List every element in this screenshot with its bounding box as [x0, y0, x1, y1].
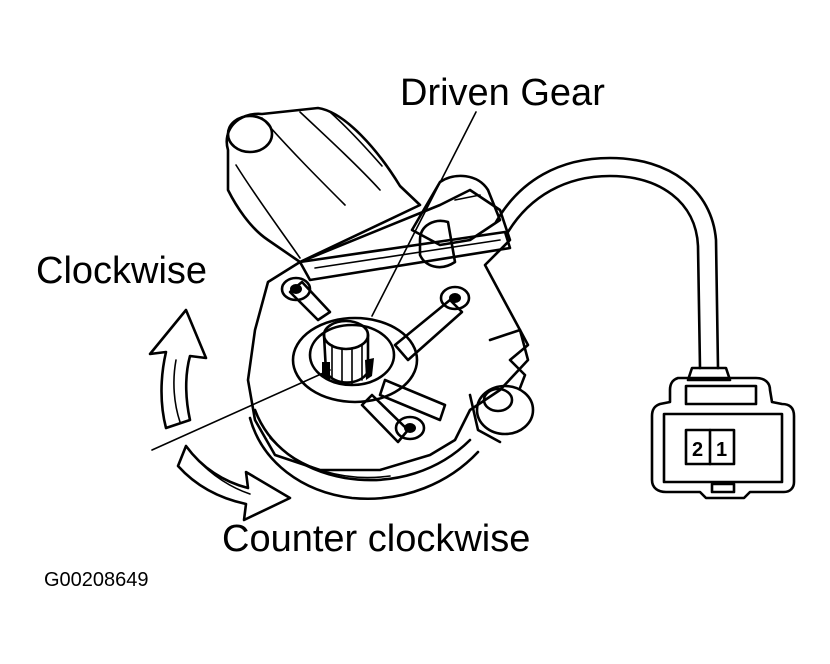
- mounting-bolts: [280, 276, 471, 441]
- counter-clockwise-label: Counter clockwise: [222, 518, 531, 560]
- connector-pin-2-label: 2: [692, 439, 703, 461]
- connector-pin-1-label: 1: [716, 439, 727, 461]
- sector-gear: [248, 408, 480, 501]
- gear-spokes: [288, 280, 464, 444]
- driven-gear: [291, 316, 419, 404]
- figure-id: G00208649: [44, 569, 149, 591]
- driven-gear-label: Driven Gear: [400, 72, 605, 114]
- pinion-gear: [468, 328, 535, 444]
- driven-gear-leader-line: [371, 111, 477, 317]
- housing-connector-block: [410, 174, 502, 269]
- clockwise-arrow-icon: [148, 308, 208, 430]
- pointer-leader-line: [151, 369, 331, 451]
- leader-lines: [151, 111, 477, 451]
- counter-clockwise-arrow-icon: [176, 444, 292, 522]
- clockwise-label: Clockwise: [36, 250, 208, 292]
- connector-plug: 2 1: [650, 376, 796, 500]
- wire-harness: [494, 156, 732, 382]
- motor-housing: [225, 106, 422, 264]
